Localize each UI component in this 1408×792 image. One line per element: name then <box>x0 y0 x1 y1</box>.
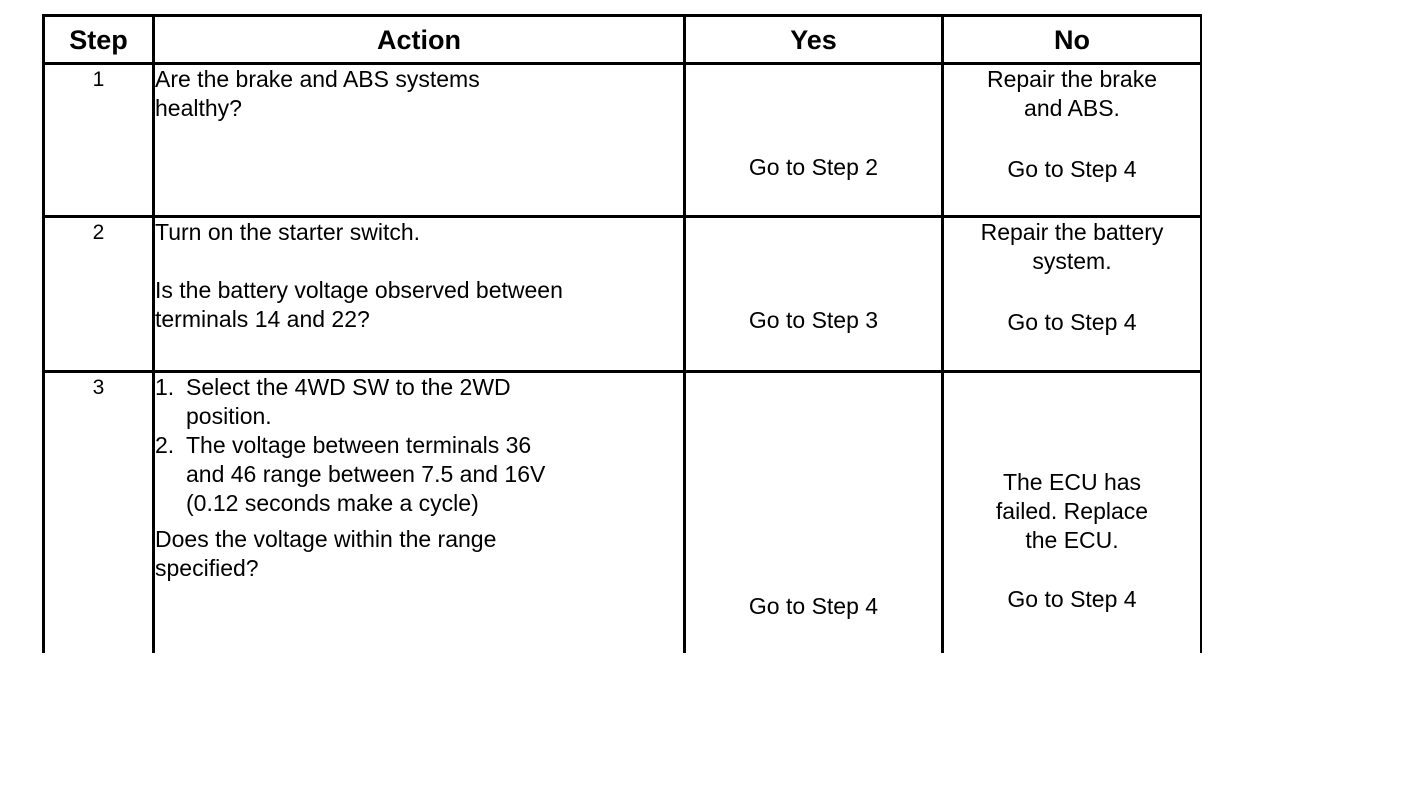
branch-content: The ECU has failed. Replace the ECU. Go … <box>944 468 1200 653</box>
step-number-cell-2: 2 <box>42 215 155 373</box>
no-cell-2: Repair the battery system. Go to Step 4 <box>941 215 1202 373</box>
goto-link[interactable]: Go to Step 4 <box>748 593 879 619</box>
step-number-cell-1: 1 <box>42 62 155 218</box>
action-line: Does the voltage within the range <box>155 526 497 552</box>
branch-content: Go to Step 3 <box>686 306 941 458</box>
goto-link[interactable]: Go to Step 4 <box>1007 156 1137 182</box>
action-line: position. <box>186 403 272 429</box>
no-cell-1: Repair the brake and ABS. Go to Step 4 <box>941 62 1202 218</box>
branch-content: Repair the battery system. Go to Step 4 <box>944 218 1200 370</box>
action-line: The voltage between terminals 36 <box>186 432 532 458</box>
action-line: (0.12 seconds make a cycle) <box>186 490 479 516</box>
no-cell-3: The ECU has failed. Replace the ECU. Go … <box>941 370 1202 653</box>
goto-link[interactable]: Go to Step 3 <box>748 307 879 333</box>
column-header-no: No <box>941 14 1202 65</box>
step-number-cell-3: 3 <box>42 370 155 653</box>
yes-cell-3: Go to Step 4 <box>683 370 944 653</box>
result-text: Repair the brake and ABS. <box>944 65 1200 123</box>
goto-link[interactable]: Go to Step 4 <box>1007 309 1137 335</box>
column-header-yes: Yes <box>683 14 944 65</box>
yes-cell-2: Go to Step 3 <box>683 215 944 373</box>
action-line: specified? <box>155 555 259 581</box>
result-line: system. <box>1032 248 1112 274</box>
action-step-list: 1. Select the 4WD SW to the 2WD position… <box>155 373 683 518</box>
action-list-item: 1. Select the 4WD SW to the 2WD position… <box>155 373 683 431</box>
branch-content: Go to Step 2 <box>686 153 941 303</box>
table-row: 3 1. Select the 4WD SW to the 2WD positi… <box>42 370 1202 653</box>
branch-content: Repair the brake and ABS. Go to Step 4 <box>944 65 1200 215</box>
action-line: Turn on the starter switch. <box>155 219 421 245</box>
action-line: Is the battery voltage observed between <box>155 277 563 303</box>
goto-link[interactable]: Go to Step 2 <box>748 154 879 180</box>
list-item-number: 1. <box>155 374 175 400</box>
action-line: healthy? <box>155 95 242 121</box>
action-cell-1: Are the brake and ABS systems healthy? <box>152 62 686 218</box>
action-line: Select the 4WD SW to the 2WD <box>186 374 511 400</box>
result-line: and ABS. <box>1024 95 1120 121</box>
result-line: The ECU has <box>1002 469 1142 495</box>
goto-link[interactable]: Go to Step 4 <box>1007 586 1137 612</box>
diagnostic-table-clip: Step Action Yes No 1 Are the brake and A… <box>42 14 1202 653</box>
result-line: Repair the battery <box>980 219 1164 245</box>
action-line: terminals 14 and 22? <box>155 306 370 332</box>
result-line: Repair the brake <box>986 66 1158 92</box>
action-cell-2: Turn on the starter switch. Is the batte… <box>152 215 686 373</box>
table-row: 2 Turn on the starter switch. Is the bat… <box>42 215 1202 373</box>
action-line: and 46 range between 7.5 and 16V <box>186 461 546 487</box>
result-text: The ECU has failed. Replace the ECU. <box>944 468 1200 555</box>
result-text: Repair the battery system. <box>944 218 1200 276</box>
action-question: Does the voltage within the range specif… <box>155 525 683 583</box>
action-spacer <box>155 247 683 276</box>
action-line: Are the brake and ABS systems <box>155 66 480 92</box>
diagnostic-flow-table: Step Action Yes No 1 Are the brake and A… <box>42 14 1202 653</box>
table-header-row: Step Action Yes No <box>42 14 1202 65</box>
column-header-action: Action <box>152 14 686 65</box>
branch-content: Go to Step 4 <box>686 592 941 653</box>
column-header-step: Step <box>42 14 155 65</box>
yes-cell-1: Go to Step 2 <box>683 62 944 218</box>
table-row: 1 Are the brake and ABS systems healthy?… <box>42 62 1202 218</box>
result-line: the ECU. <box>1025 527 1119 553</box>
list-item-number: 2. <box>155 432 175 458</box>
result-line: failed. Replace <box>995 498 1149 524</box>
action-cell-3: 1. Select the 4WD SW to the 2WD position… <box>152 370 686 653</box>
action-list-item: 2. The voltage between terminals 36 and … <box>155 431 683 518</box>
